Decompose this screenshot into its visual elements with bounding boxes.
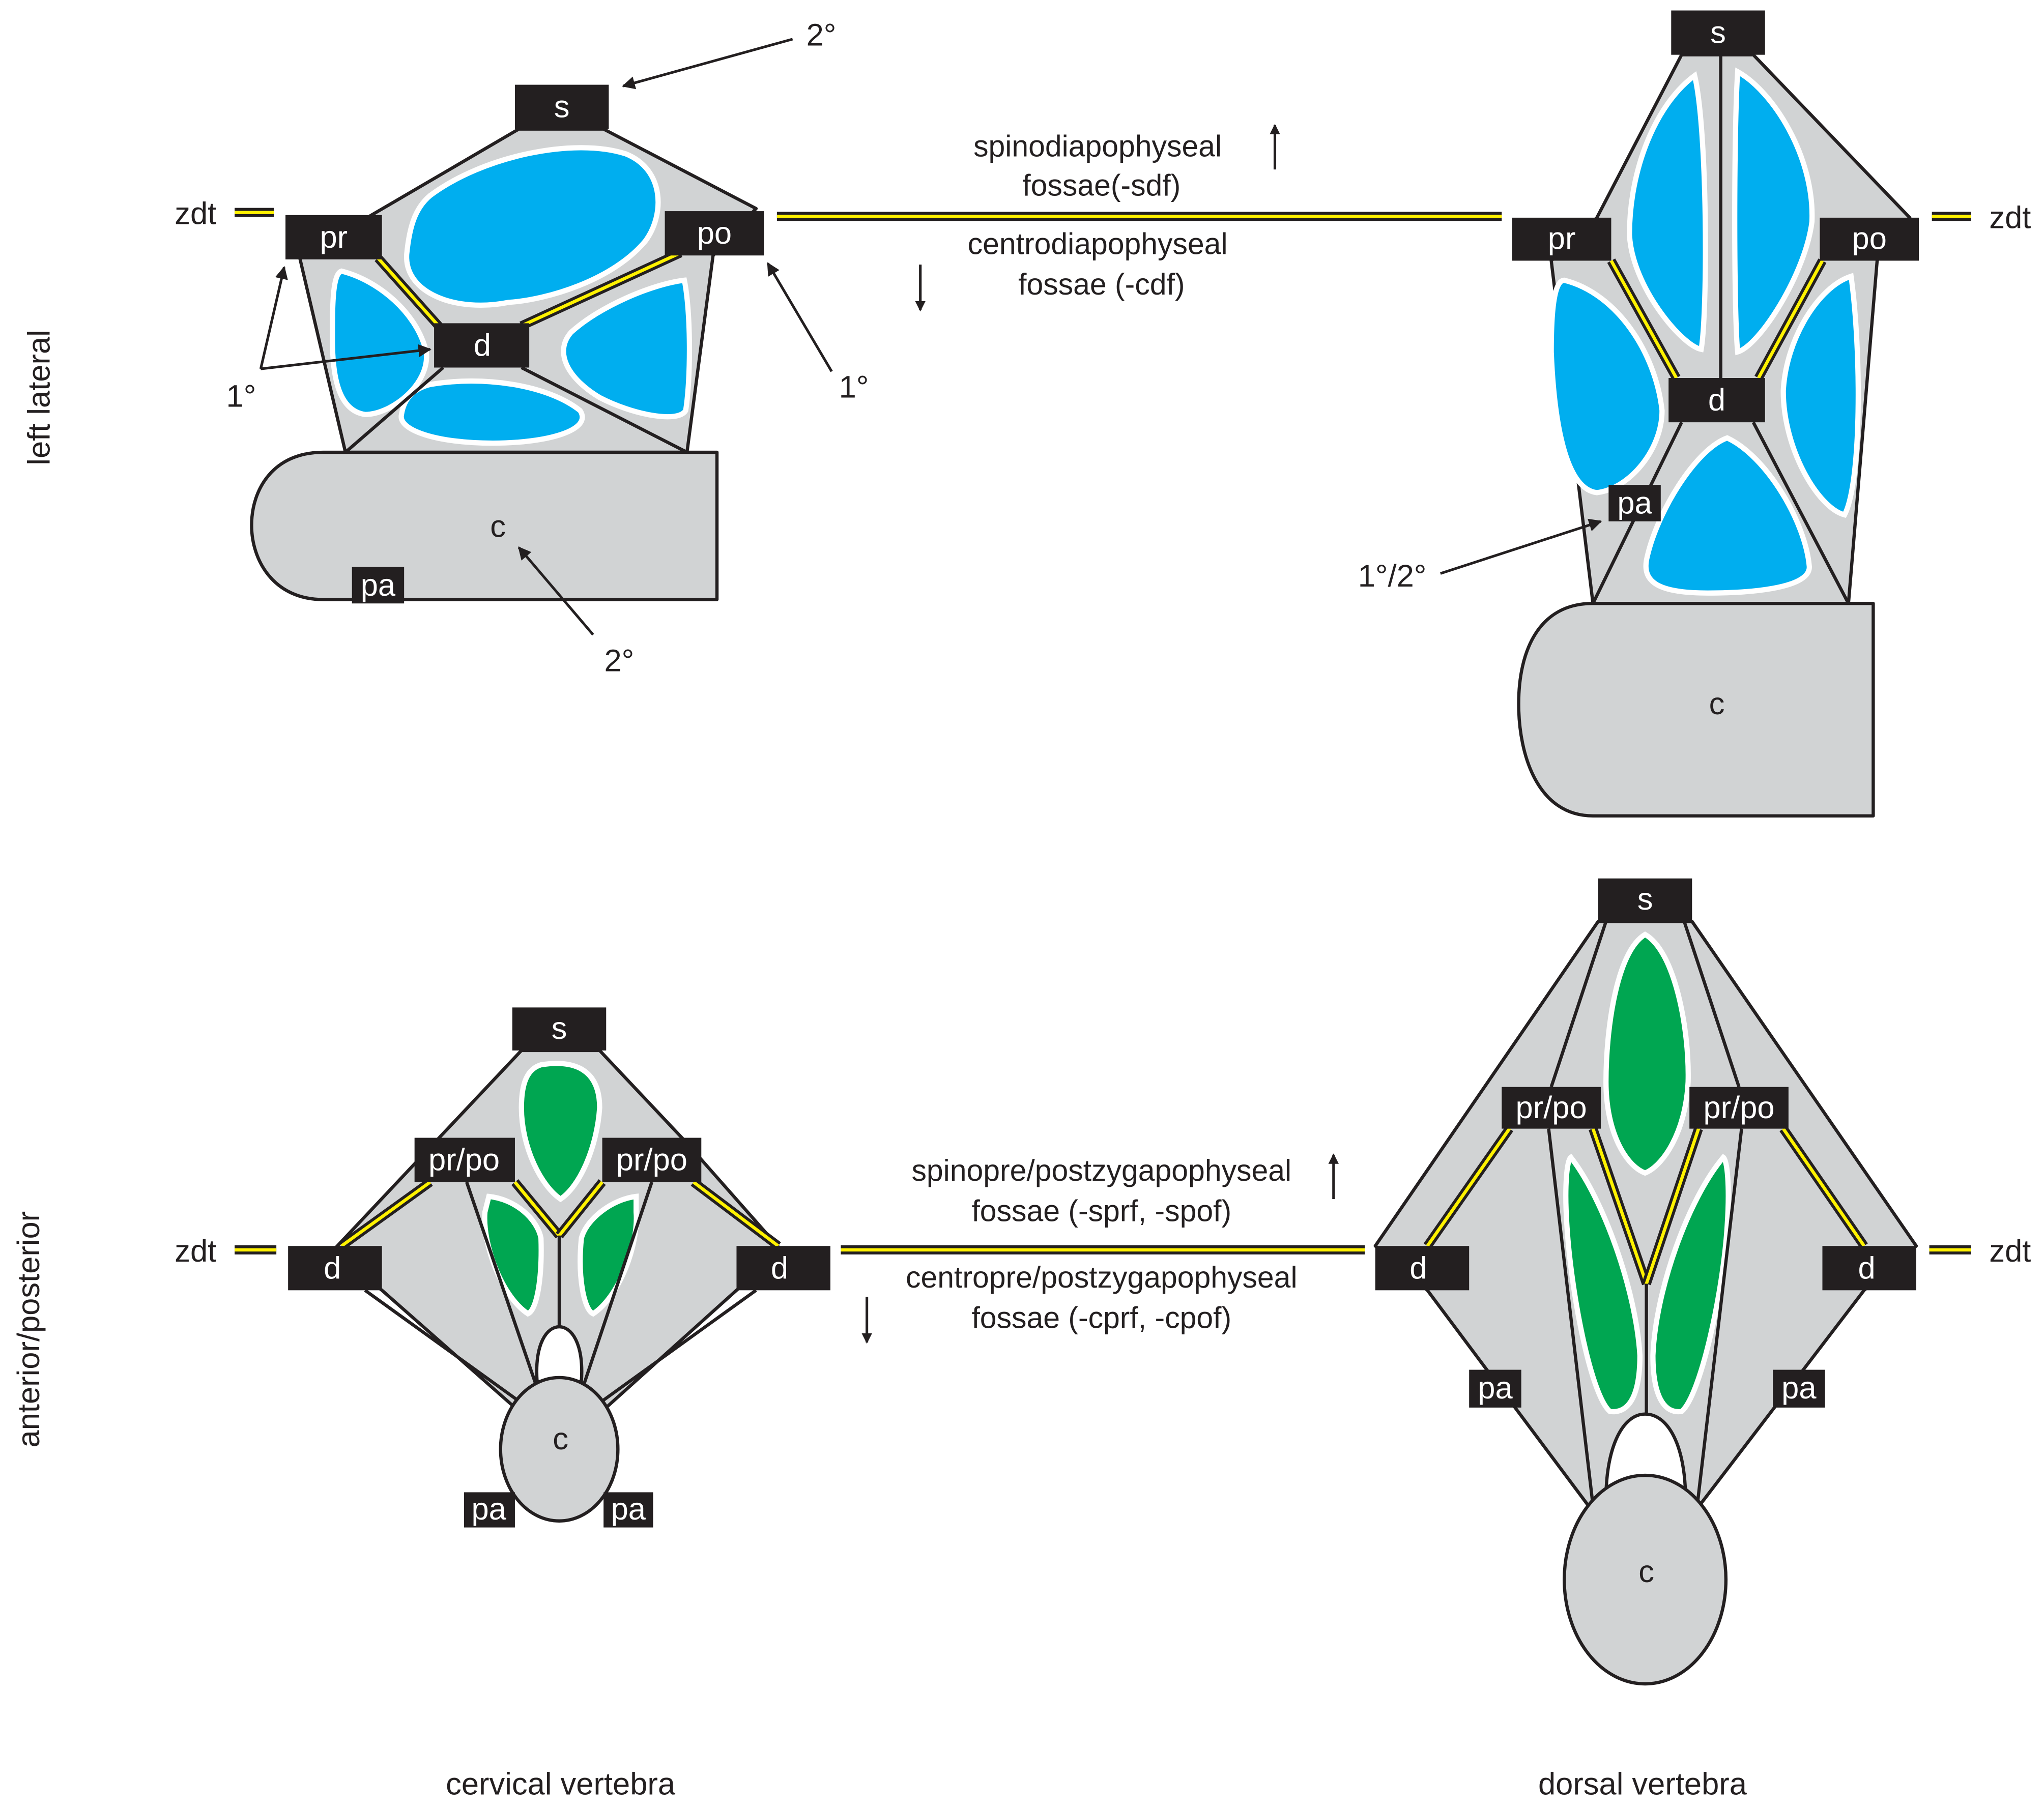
label-s: s xyxy=(552,1011,567,1046)
label-pa: pa xyxy=(1617,485,1652,520)
sprf-legend-line2: fossae (-sprf, -spof) xyxy=(971,1195,1231,1228)
zdt-line-top: zdt zdt spinodiapophyseal fossae(-sdf) c… xyxy=(175,124,2031,312)
row-label-anterior-posterior: anterior/posterior xyxy=(11,1211,46,1448)
annotation-1deg-right: 1° xyxy=(839,369,869,404)
label-pa: pa xyxy=(361,568,396,603)
centrum xyxy=(499,1376,620,1523)
prcdf-fossa xyxy=(1548,277,1665,495)
label-c: c xyxy=(1638,1554,1654,1589)
label-pr: pr xyxy=(320,220,348,255)
cprf-left-fossa xyxy=(1563,1154,1643,1415)
zdt-label-top-right: zdt xyxy=(1989,200,2031,235)
label-s: s xyxy=(1710,15,1726,50)
sdf-anterior-fossa xyxy=(1627,71,1708,353)
label-pr: pr xyxy=(1548,221,1576,256)
label-prpo-right: pr/po xyxy=(616,1143,687,1178)
cprf-legend-line1: centropre/postzygapophyseal xyxy=(906,1261,1298,1294)
column-label-dorsal: dorsal vertebra xyxy=(1538,1767,1747,1802)
annotation-2deg-c: 2° xyxy=(604,643,634,678)
annotation-1deg-2deg: 1°/2° xyxy=(1358,559,1427,594)
label-d: d xyxy=(1708,383,1725,418)
annotation-2deg-s: 2° xyxy=(807,18,837,53)
label-pa-left: pa xyxy=(1478,1370,1513,1406)
sprf-fossa xyxy=(1603,931,1691,1176)
label-d-left: d xyxy=(1409,1250,1427,1286)
zdt-label-top-left: zdt xyxy=(175,196,216,231)
label-d-right: d xyxy=(1858,1250,1875,1286)
neural-canal xyxy=(535,1325,584,1383)
label-po: po xyxy=(1852,221,1887,256)
cprf-legend-line2: fossae (-cprf, -cpof) xyxy=(971,1302,1231,1335)
sprf-legend-line1: spinopre/postzygapophyseal xyxy=(911,1154,1291,1187)
label-c: c xyxy=(553,1421,568,1456)
label-pa-right: pa xyxy=(611,1492,646,1527)
dorsal-lateral-view: s pr po d pa c 1°/2° xyxy=(1358,10,1919,818)
zdt-label-bottom-right: zdt xyxy=(1989,1234,2031,1269)
cprf-right-fossa xyxy=(1650,1154,1731,1415)
label-prpo-left: pr/po xyxy=(428,1143,500,1178)
cdf-legend-line2: fossae (-cdf) xyxy=(1018,268,1185,301)
label-pa-left: pa xyxy=(472,1492,507,1527)
centrum xyxy=(250,450,719,601)
cervical-lateral-view: s pr po d pa c 2° 1° 1° 2° xyxy=(226,18,869,679)
centrum xyxy=(1517,602,1875,818)
cdf-fossa xyxy=(1643,435,1812,596)
column-label-cervical: cervical vertebra xyxy=(446,1767,676,1802)
label-c: c xyxy=(490,509,506,544)
label-pa-right: pa xyxy=(1781,1370,1817,1406)
label-d-left: d xyxy=(324,1250,341,1286)
zdt-label-bottom-left: zdt xyxy=(175,1234,216,1269)
sdf-posterior-fossa xyxy=(1732,67,1815,356)
annotation-1deg-left: 1° xyxy=(226,378,256,414)
centrum xyxy=(1563,1473,1728,1686)
label-s: s xyxy=(554,90,570,125)
cervical-anterior-view: c s pr/po pr/po d d pa pa xyxy=(288,1007,830,1528)
sdf-legend-line1: spinodiapophyseal xyxy=(973,130,1222,163)
cdf-legend-line1: centrodiapophyseal xyxy=(968,228,1228,261)
prcdf-fossa xyxy=(330,268,429,417)
label-c: c xyxy=(1709,686,1725,721)
sprf-fossa xyxy=(519,1061,602,1203)
label-prpo-left: pr/po xyxy=(1516,1090,1587,1125)
cprf-right-fossa xyxy=(578,1193,639,1317)
label-d-right: d xyxy=(771,1250,788,1286)
label-d: d xyxy=(474,328,491,363)
cdf-fossa xyxy=(398,378,585,446)
pocdf-fossa xyxy=(561,277,693,420)
dorsal-anterior-view: c s pr/po pr/po d d pa pa xyxy=(1373,878,1918,1686)
label-prpo-right: pr/po xyxy=(1703,1090,1774,1125)
row-label-left-lateral: left lateral xyxy=(21,330,56,465)
pocdf-fossa xyxy=(1780,273,1861,518)
sdf-legend-line2: fossae(-sdf) xyxy=(1022,169,1181,202)
sdf-fossa xyxy=(404,145,661,308)
zdt-line-bottom: zdt zdt spinopre/postzygapophyseal fossa… xyxy=(175,1153,2031,1344)
label-po: po xyxy=(697,216,732,251)
label-s: s xyxy=(1637,882,1653,917)
